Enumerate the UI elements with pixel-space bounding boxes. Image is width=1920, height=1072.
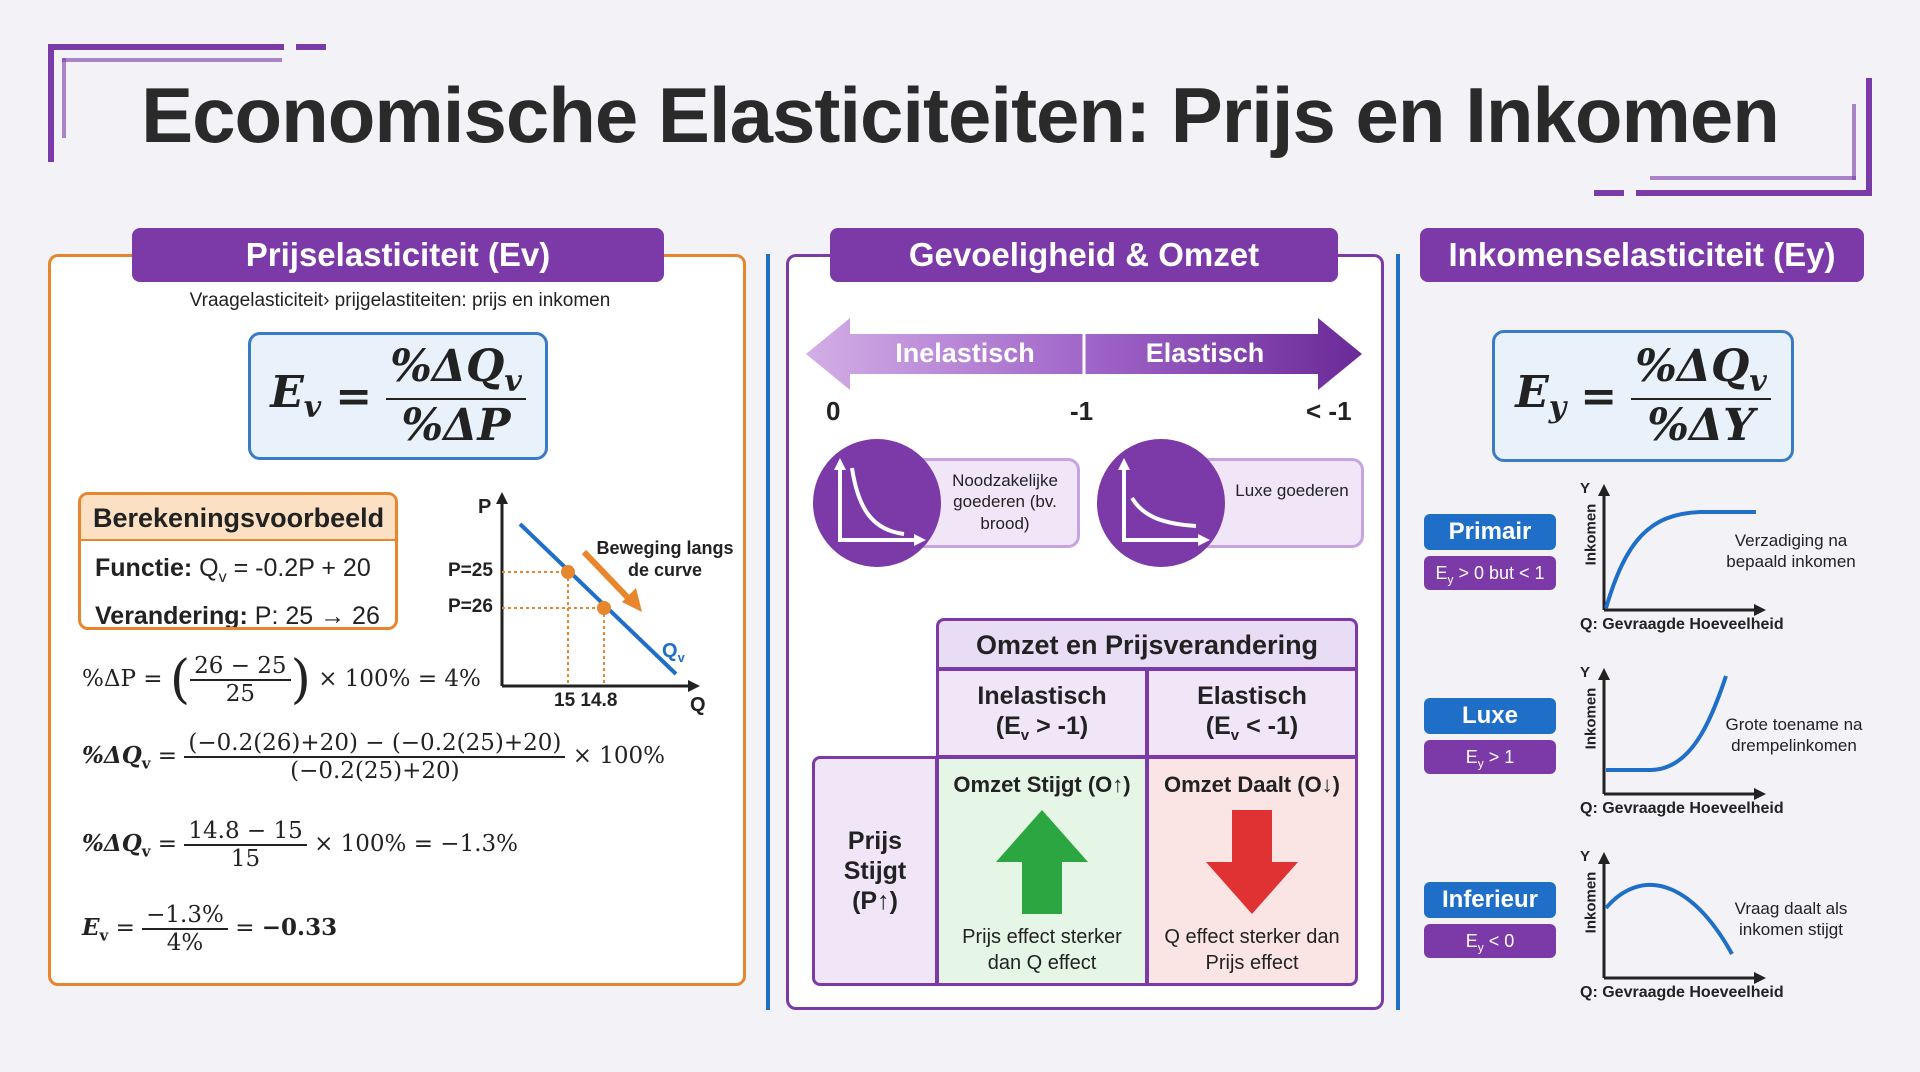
pill-primair: Primair [1424, 514, 1556, 550]
arrow-label-inelastic: Inelastisch [895, 338, 1035, 368]
cell2-text: Q effect sterker dan Prijs effect [1164, 926, 1340, 974]
graph-primair-yaxis: Inkomen [1582, 503, 1600, 566]
note-luxe: Grote toename na drempelinkomen [1725, 715, 1863, 756]
title-deco-right-inner [1650, 176, 1856, 180]
example-change: Verandering: P: 25 → 26 [95, 602, 380, 630]
graph-primair-y: Y [1580, 480, 1591, 497]
calc-quantity-change-1: %ΔQv = (−0.2(26)+20) − (−0.2(25)+20)(−0.… [82, 730, 666, 784]
title-deco-right-dash [1594, 190, 1624, 196]
graph-inferieur [1598, 852, 1766, 984]
title-deco-left-inner [62, 58, 282, 62]
title-deco-right-bottom [1636, 190, 1872, 196]
note-primair: Verzadiging na bepaald inkomen [1726, 531, 1856, 572]
graph-luxe-xaxis: Q: Gevraagde Hoeveelheid [1580, 800, 1784, 817]
inelastic-curve-icon [813, 439, 941, 567]
graph-q-ticks: 15 14.8 [554, 690, 618, 711]
graph-inferieur-xaxis: Q: Gevraagde Hoeveelheid [1580, 984, 1784, 1001]
table-col-inelastic: Inelastisch (Ev > -1) [936, 668, 1148, 758]
graph-luxe-y: Y [1580, 664, 1591, 681]
left-subtitle: Vraagelasticiteit› prijgelastiteiten: pr… [189, 290, 611, 311]
graph-inferieur-y: Y [1580, 848, 1591, 865]
note-inferieur: Vraag daalt als inkomen stijgt [1734, 899, 1848, 940]
graph-primair-xaxis: Q: Gevraagde Hoeveelheid [1580, 616, 1784, 633]
pill-luxe: Luxe [1424, 698, 1556, 734]
elasticity-spectrum-arrow [806, 318, 1362, 390]
pill-inferieur: Inferieur [1424, 882, 1556, 918]
example-function: Functie: Qv = -0.2P + 20 [95, 554, 371, 586]
example-title: Berekeningsvoorbeeld [81, 495, 395, 541]
revenue-table: Omzet en Prijsverandering Inelastisch (E… [812, 618, 1358, 986]
price-elasticity-formula: Ev = %ΔQv %ΔP [248, 332, 548, 460]
income-elasticity-formula: Ey = %ΔQv %ΔY [1492, 330, 1794, 462]
left-header: Prijselasticiteit (Ev) [132, 228, 664, 282]
tick-zero: 0 [826, 396, 841, 426]
graph-x-label: Q [690, 694, 706, 716]
cond-primair: Ey > 0 but < 1 [1424, 556, 1556, 590]
divider-left [766, 254, 770, 1010]
title-deco-right-v [1866, 78, 1872, 196]
cell2-title: Omzet Daalt (O↓) [1163, 772, 1341, 797]
divider-right [1396, 254, 1400, 1010]
graph-curve-label: Qv [662, 640, 685, 665]
elastic-curve-icon [1097, 439, 1225, 567]
page-title: Economische Elasticiteiten: Prijs en Ink… [141, 71, 1780, 159]
title-deco-left-top [48, 44, 284, 50]
middle-header: Gevoeligheid & Omzet [830, 228, 1338, 282]
table-row-label: Prijs Stijgt (P↑) [812, 756, 938, 986]
formula-lhs: Ev [270, 367, 322, 425]
cell1-title: Omzet Stijgt (O↑) [953, 772, 1131, 797]
graph-primair [1598, 484, 1766, 616]
table-col-elastic: Elastisch (Ev < -1) [1146, 668, 1358, 758]
graph-y-label: P [478, 496, 492, 518]
graph-p1-label: P=25 [448, 560, 493, 581]
title-deco-right-inner-v [1852, 104, 1856, 180]
cond-luxe: Ey > 1 [1424, 740, 1556, 774]
arrow-up-icon [996, 810, 1088, 914]
necessary-goods-label: Noodzakelijke goederen (bv. brood) [952, 471, 1058, 533]
title-deco-left-inner-v [62, 58, 66, 138]
calc-elasticity-result: Ev = −1.3%4% = −0.33 [82, 902, 338, 956]
tick-less-minus-one: < -1 [1306, 396, 1352, 426]
example-box: Berekeningsvoorbeeld Functie: Qv = -0.2P… [78, 492, 398, 630]
right-header: Inkomenselasticiteit (Ey) [1420, 228, 1864, 282]
graph-luxe [1598, 668, 1766, 800]
luxury-goods-label: Luxe goederen [1235, 481, 1349, 500]
title-deco-left-dash [296, 44, 326, 50]
arrow-down-icon [1206, 810, 1298, 914]
cond-inferieur: Ey < 0 [1424, 924, 1556, 958]
tick-minus-one: -1 [1070, 396, 1094, 426]
arrow-label-elastic: Elastisch [1145, 338, 1265, 368]
title-deco-left-v [48, 44, 54, 162]
graph-luxe-yaxis: Inkomen [1582, 687, 1600, 750]
graph-p2-label: P=26 [448, 596, 493, 617]
graph-inferieur-yaxis: Inkomen [1582, 871, 1600, 934]
cell1-text: Prijs effect sterker dan Q effect [962, 926, 1122, 974]
table-cell-revenue-down [1146, 756, 1358, 986]
demand-curve-graph [496, 492, 700, 692]
table-title: Omzet en Prijsverandering [936, 618, 1358, 670]
